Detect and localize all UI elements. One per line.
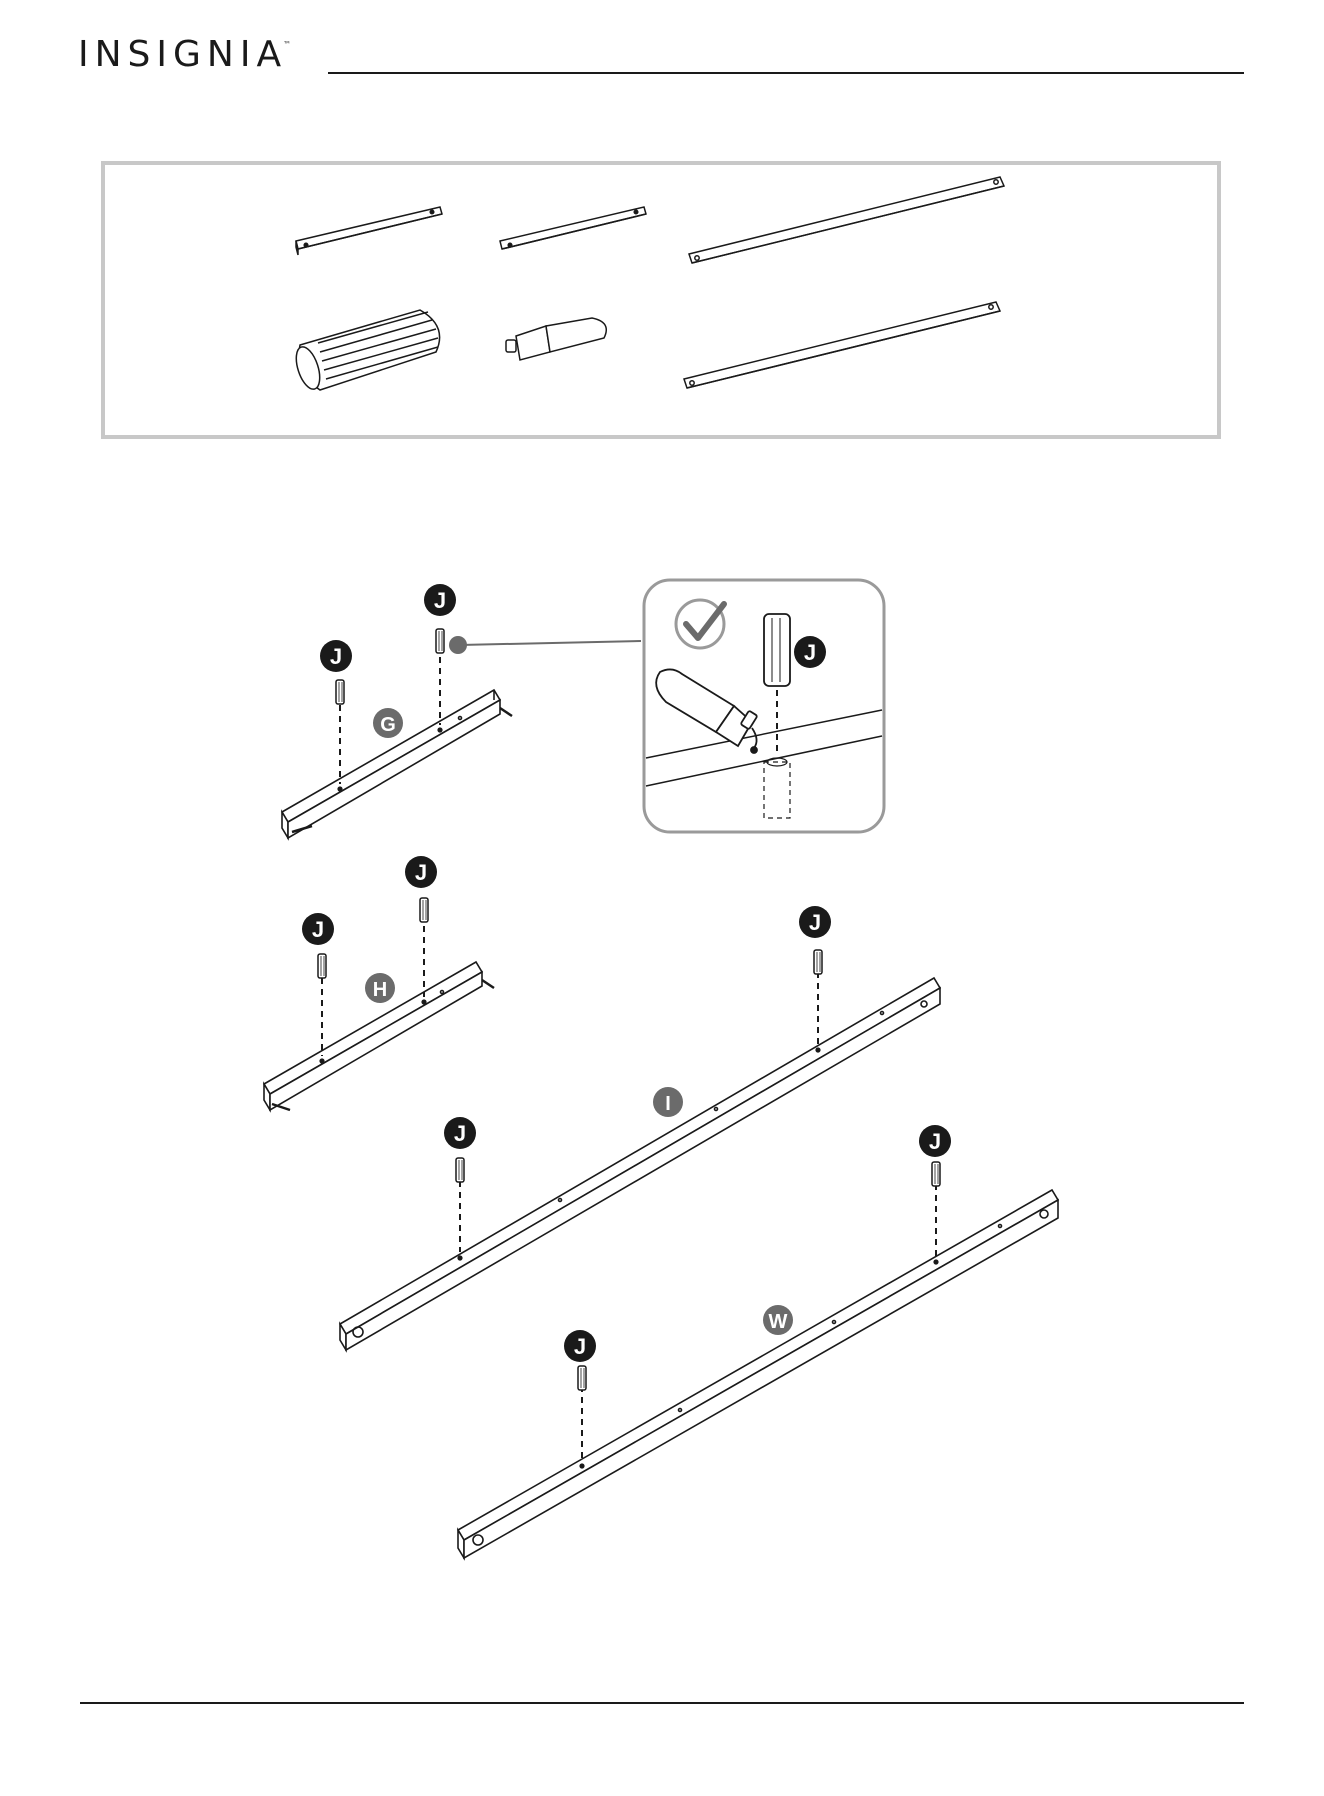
badge-I: I — [653, 1087, 683, 1117]
glue-detail-inset: J — [644, 580, 884, 832]
footer-rule — [80, 1702, 1244, 1704]
part-dowel-large — [292, 310, 440, 392]
part-glue-bottle — [506, 318, 606, 360]
svg-text:J: J — [804, 640, 816, 665]
dowel-icon — [764, 614, 790, 686]
rail-I — [340, 978, 940, 1350]
badge-W: W — [763, 1305, 793, 1335]
badge-J-2: J — [424, 584, 456, 616]
rail-W — [458, 1190, 1058, 1558]
part-short-rail-1 — [296, 207, 442, 255]
svg-text:J: J — [330, 644, 342, 669]
badge-J-6: J — [799, 906, 831, 938]
svg-text:I: I — [665, 1093, 671, 1115]
svg-text:J: J — [454, 1121, 466, 1146]
badge-J-3: J — [302, 913, 334, 945]
badge-G: G — [373, 708, 403, 738]
part-short-rail-2 — [500, 207, 646, 249]
svg-text:J: J — [574, 1334, 586, 1359]
svg-text:J: J — [929, 1129, 941, 1154]
svg-text:J: J — [434, 588, 446, 613]
part-long-rail-2 — [684, 302, 1000, 388]
svg-text:J: J — [312, 917, 324, 942]
badge-J-1: J — [320, 640, 352, 672]
svg-text:H: H — [373, 979, 387, 1001]
badge-H: H — [365, 973, 395, 1003]
svg-text:W: W — [769, 1311, 788, 1333]
part-long-rail-1 — [689, 177, 1004, 263]
badge-J-inset: J — [794, 636, 826, 668]
svg-text:J: J — [809, 910, 821, 935]
callout-leader — [460, 641, 641, 645]
svg-text:G: G — [380, 714, 396, 736]
badge-J-4: J — [405, 856, 437, 888]
badge-J-8: J — [919, 1125, 951, 1157]
svg-text:J: J — [415, 860, 427, 885]
badge-J-7: J — [564, 1330, 596, 1362]
callout-dot — [449, 636, 467, 654]
badge-J-5: J — [444, 1117, 476, 1149]
